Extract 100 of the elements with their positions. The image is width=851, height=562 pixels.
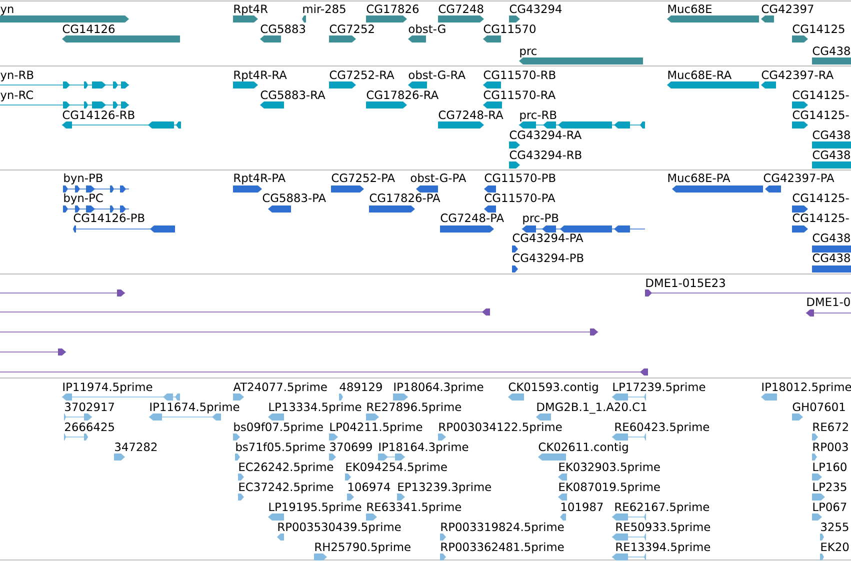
feature-label: LP160 (813, 462, 846, 472)
feature-label: CG14126 (62, 24, 115, 34)
feature-label: CG11570-PA (484, 194, 556, 202)
feature-label: yn-RB (0, 70, 34, 82)
feature-label: EP13239.3prime (398, 482, 492, 494)
feature-label: 106974 (348, 482, 390, 492)
feature-label: IP18012.5prime (762, 382, 851, 394)
feature-label: CG14125- (792, 90, 849, 100)
feature-label: EK094254.5prime (346, 462, 447, 474)
feature-label: byn-PB (64, 173, 102, 184)
feature-label: CG43294-RB (510, 150, 582, 160)
feature-label: DME1-0 (807, 298, 850, 306)
feature-label: RP003034122.5prime (439, 422, 562, 434)
feature-label: DMG2B.1_1.A20.C1 (537, 402, 646, 414)
feature-label: CG438 (812, 254, 850, 262)
feature-label: CG11570-PB (484, 174, 556, 182)
feature-label: CG11570-RB (484, 70, 556, 80)
feature-label: bs71f05.5prime (236, 442, 325, 454)
feature-label: LP13334.5prime (269, 402, 362, 414)
feature-label: CG11570-RA (484, 90, 556, 100)
feature-label: CG43294-PA (512, 234, 584, 242)
feature-label: EC26242.5prime (239, 462, 334, 474)
feature-label: RE60423.5prime (615, 422, 710, 434)
feature-label: bs09f07.5prime (234, 422, 323, 434)
feature-label: RE62167.5prime (615, 502, 710, 514)
feature-label: prc-RB (520, 110, 556, 122)
feature-label: DME1-015E23 (646, 278, 725, 288)
feature-label: EK20 (821, 542, 849, 552)
feature-label: IP18064.3prime (394, 382, 484, 394)
feature-label: CG43294-RA (510, 130, 582, 140)
feature-label: Rpt4R-RA (234, 70, 287, 82)
feature-label: IP18164.3prime (379, 442, 468, 454)
feature-label: Muc68E (668, 4, 712, 14)
feature-label: CG438 (812, 130, 850, 140)
feature-label: CG11570 (484, 24, 536, 34)
feature-label: CG7248-RA (438, 110, 504, 120)
feature-label: IP11974.5prime (63, 382, 152, 394)
feature-label: RP003362481.5prime (441, 542, 564, 554)
feature-label: Muc68E-PA (668, 174, 730, 182)
feature-label: obst-G (408, 24, 446, 34)
feature-label: CG438 (812, 234, 850, 242)
feature-label: yn (0, 6, 14, 16)
feature-label: EC37242.5prime (239, 482, 334, 494)
feature-label: CG438 (812, 46, 850, 56)
feature-label: CG14125- (792, 214, 849, 222)
feature-label: CG14125- (792, 110, 849, 120)
feature-label: yn-RC (0, 90, 33, 102)
feature-label: CG14126-RB (62, 110, 134, 120)
feature-label: CG42397 (762, 4, 814, 14)
feature-label: prc (520, 48, 536, 58)
feature-label: IP11674.5prime (150, 402, 240, 414)
feature-label: RP003 (813, 442, 848, 452)
feature-label: RE13394.5prime (616, 542, 710, 554)
feature-label: CG5883-PA (262, 194, 326, 202)
feature-label: CG438 (812, 150, 850, 160)
feature-label: 347282 (115, 442, 157, 452)
feature-label: mir-285 (303, 4, 346, 14)
feature-label: CK01593.contig (508, 382, 598, 394)
feature-label: EK032903.5prime (559, 462, 660, 474)
feature-label: CG7252 (330, 24, 374, 34)
feature-label: obst-G-PA (410, 173, 466, 182)
feature-label: CK02611.contig (538, 442, 628, 454)
feature-label: CG43294-PB (512, 254, 584, 262)
feature-label: RE63341.5prime (367, 502, 462, 514)
feature-label: RE672 (813, 422, 848, 432)
feature-label: LP235 (813, 482, 846, 492)
feature-label: CG7252-RA (330, 70, 394, 80)
feature-label: CG17826-PA (370, 194, 440, 202)
feature-label: 489129 (340, 382, 382, 392)
feature-label: LP067 (813, 502, 846, 512)
feature-label: 3255 (821, 522, 848, 532)
feature-label: CG42397-RA (762, 70, 834, 80)
feature-label: CG7248 (438, 4, 484, 14)
feature-label: CG43294 (510, 4, 562, 14)
feature-label: RH25790.5prime (315, 542, 410, 554)
feature-label: Muc68E-RA (668, 70, 732, 80)
feature-label: 2666425 (65, 422, 114, 432)
feature-label: byn-PC (64, 193, 103, 204)
feature-label: CG42397-PA (764, 174, 834, 182)
feature-label: CG17826-RA (366, 90, 439, 100)
feature-label: RP003530439.5prime (278, 522, 401, 534)
feature-label: LP19195.5prime (269, 502, 362, 514)
feature-label: CG14125 (792, 24, 844, 34)
feature-label: Rpt4R (234, 4, 268, 16)
feature-label: LP04211.5prime (330, 422, 422, 434)
feature-label: CG14125- (792, 194, 849, 202)
feature-label: RP003319824.5prime (441, 522, 564, 534)
feature-label: CG7252-PA (332, 174, 395, 182)
feature-label: CG5883-RA (260, 90, 326, 100)
feature-label: 3702917 (65, 402, 114, 412)
feature-label: LP17239.5prime (613, 382, 706, 394)
feature-label: 101987 (561, 502, 603, 512)
feature-label: obst-G-RA (408, 70, 466, 80)
feature-label: Rpt4R-PA (234, 174, 286, 184)
feature-label: prc-PB (523, 214, 558, 224)
feature-label: EK087019.5prime (559, 482, 660, 494)
feature-label: GH07601 (792, 402, 845, 412)
feature-label: CG14126-PB (74, 214, 144, 222)
feature-label: RE50933.5prime (616, 522, 710, 534)
feature-label: CG7248-PA (440, 214, 504, 222)
